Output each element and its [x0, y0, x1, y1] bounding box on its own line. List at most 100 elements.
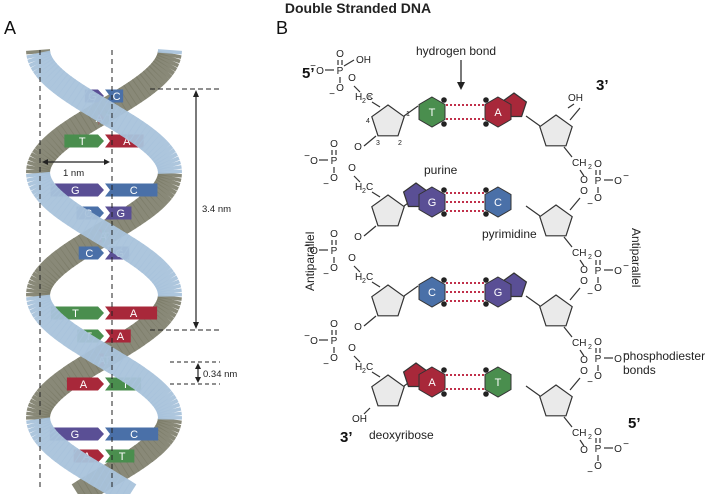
- backbone-strand-1: [103, 233, 109, 237]
- backbone-strand-1: [164, 308, 166, 312]
- backbone-strand-2: [137, 455, 142, 459]
- deoxyribose-label: deoxyribose: [369, 428, 434, 442]
- backbone-strand-2: [142, 206, 147, 210]
- backbone-strand-1: [61, 206, 66, 210]
- backbone-strand-2: [62, 257, 67, 261]
- backbone-strand-1: [167, 284, 168, 288]
- backbone-strand-2: [112, 116, 118, 120]
- backbone-strand-2: [168, 179, 169, 183]
- backbone-strand-1: [141, 257, 146, 261]
- atom-dot: [483, 391, 489, 397]
- backbone-strand-2: [82, 98, 88, 102]
- bond-line: [404, 286, 418, 296]
- oxygen-atom: O: [348, 343, 356, 354]
- deoxyribose-sugar-right: [540, 295, 572, 326]
- oxygen-atom: O: [348, 163, 356, 174]
- backbone-strand-2: [166, 182, 168, 186]
- backbone-strand-1: [73, 215, 78, 219]
- atom-dot: [483, 301, 489, 307]
- phosphorus-atom: P: [337, 66, 344, 77]
- base-letter: G: [71, 185, 80, 197]
- bond-line: [526, 116, 540, 126]
- arrowhead-icon: [195, 377, 201, 383]
- oxygen-atom: O: [316, 66, 324, 77]
- backbone-strand-1: [65, 209, 70, 213]
- backbone-strand-2: [146, 203, 150, 207]
- backbone-strand-2: [93, 350, 99, 354]
- backbone-strand-1: [123, 245, 129, 249]
- backbone-strand-1: [83, 221, 89, 225]
- base-letter: T: [495, 377, 502, 389]
- backbone-strand-1: [45, 191, 48, 195]
- backbone-strand-2: [140, 134, 145, 138]
- base-letter: C: [130, 185, 138, 197]
- backbone-strand-1: [52, 443, 56, 447]
- charge-sign: −: [310, 61, 316, 72]
- backbone-strand-2: [74, 338, 79, 342]
- atom-dot: [441, 211, 447, 217]
- arrowhead-icon: [457, 82, 465, 90]
- backbone-strand-2: [124, 368, 130, 372]
- backbone-strand-1: [58, 383, 62, 387]
- atom-dot: [483, 277, 489, 283]
- backbone-strand-1: [119, 344, 125, 348]
- hydrogen-bond-label: hydrogen bond: [416, 44, 496, 58]
- backbone-strand-1: [132, 251, 137, 255]
- charge-sign: −: [323, 179, 329, 190]
- backbone-strand-1: [44, 434, 47, 438]
- atom-dot: [441, 277, 447, 283]
- panel-a-label: A: [4, 18, 16, 38]
- backbone-strand-1: [71, 458, 76, 462]
- backbone-strand-2: [45, 68, 48, 72]
- backbone-strand-1: [79, 368, 85, 372]
- backbone-strand-1: [99, 476, 105, 480]
- backbone-strand-2: [150, 386, 154, 390]
- base-letter: A: [117, 331, 125, 343]
- base-letter: G: [71, 429, 80, 441]
- oxygen-atom: O: [310, 246, 318, 257]
- backbone-strand-1: [168, 56, 169, 60]
- bond-line: [564, 327, 572, 337]
- atom-dot: [483, 187, 489, 193]
- backbone-strand-1: [39, 407, 40, 411]
- backbone-strand-1: [143, 83, 148, 87]
- backbone-strand-1: [46, 437, 49, 441]
- oxygen-atom: O: [614, 266, 622, 277]
- backbone-strand-2: [57, 80, 61, 84]
- backbone-strand-1: [40, 428, 42, 432]
- backbone-strand-2: [153, 443, 157, 447]
- backbone-strand-1: [80, 464, 86, 468]
- phosphorus-atom: P: [595, 266, 602, 277]
- backbone-strand-1: [75, 461, 80, 465]
- oxygen-atom: O: [594, 371, 602, 382]
- backbone-strand-2: [53, 77, 57, 81]
- arrowhead-icon: [104, 159, 110, 165]
- backbone-strand-1: [55, 446, 59, 450]
- deoxyribose-sugar-right: [540, 385, 572, 416]
- deoxyribose-sugar-left: [372, 105, 404, 136]
- backbone-strand-1: [52, 143, 56, 147]
- backbone-strand-2: [165, 158, 167, 162]
- backbone-strand-1: [46, 395, 49, 399]
- backbone-strand-1: [54, 200, 58, 204]
- bond-line: [564, 147, 572, 157]
- phosphodiester-label: phosphodiester: [623, 349, 705, 363]
- ring-number: 3: [376, 140, 380, 147]
- backbone-strand-1: [39, 164, 40, 168]
- oxygen-atom: O: [594, 283, 602, 294]
- backbone-strand-2: [62, 329, 67, 333]
- backbone-strand-2: [84, 344, 90, 348]
- backbone-strand-2: [162, 434, 165, 438]
- charge-sign: −: [623, 439, 629, 450]
- measure-034nm-label: 0.34 nm: [203, 369, 237, 380]
- base-letter: T: [429, 107, 436, 119]
- carbon-atom: CH: [572, 158, 586, 169]
- backbone-strand-2: [43, 311, 46, 315]
- oxygen-atom: O: [594, 159, 602, 170]
- backbone-strand-1: [42, 431, 44, 435]
- ring-number: 2: [398, 140, 402, 147]
- backbone-strand-1: [43, 188, 46, 192]
- hydroxyl-group: OH: [356, 55, 371, 66]
- backbone-strand-2: [41, 62, 43, 66]
- panel-b-chemical-structure: B 5’ 3’ 3’ 5’ hydrogen bond purine pyrim…: [276, 18, 705, 478]
